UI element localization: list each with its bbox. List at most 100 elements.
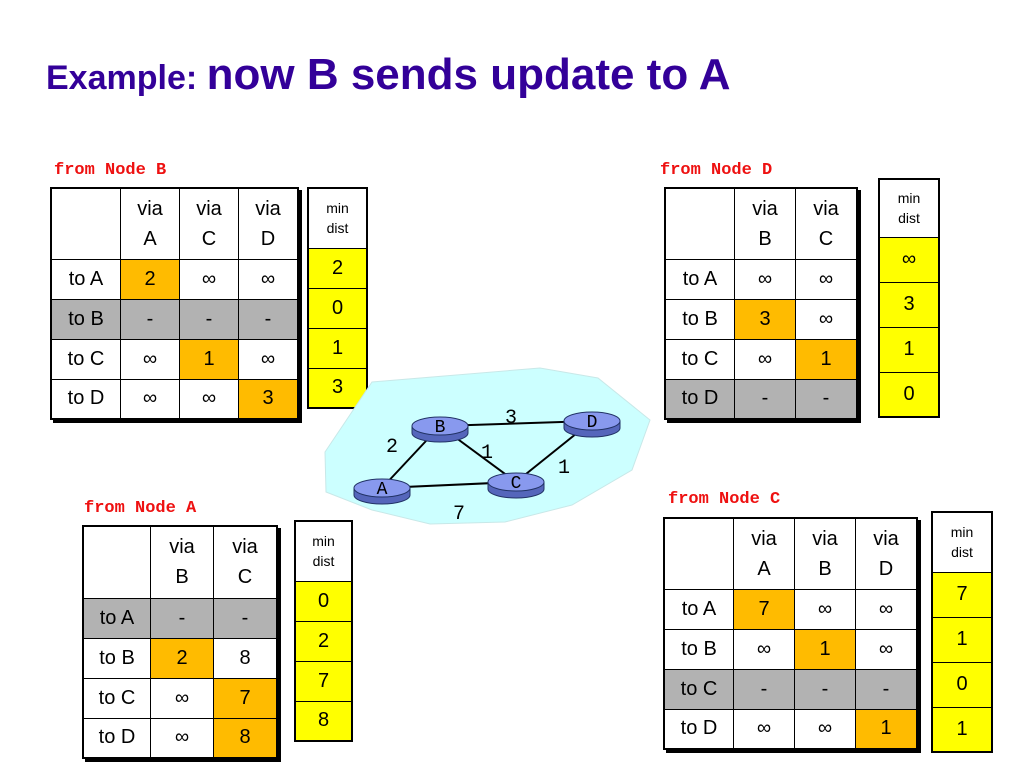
cell: 1 bbox=[795, 338, 858, 380]
row-label: to B bbox=[82, 637, 151, 679]
cell: ∞ bbox=[734, 258, 796, 300]
cell: 3 bbox=[238, 378, 299, 420]
corner-cell bbox=[82, 525, 151, 599]
min-dist-cell: 1 bbox=[931, 616, 993, 663]
cell: - bbox=[733, 668, 795, 710]
cell: 1 bbox=[794, 628, 856, 670]
cell: ∞ bbox=[855, 588, 918, 630]
cell: - bbox=[795, 378, 858, 420]
edge-cost-b-d: 3 bbox=[505, 407, 517, 430]
cell: 2 bbox=[120, 258, 180, 300]
row-label: to A bbox=[82, 597, 151, 639]
cell: ∞ bbox=[794, 708, 856, 750]
row-label: to D bbox=[664, 378, 735, 420]
cell: ∞ bbox=[795, 298, 858, 340]
cell: ∞ bbox=[855, 628, 918, 670]
row-label: to A bbox=[664, 258, 735, 300]
router-c-icon: C bbox=[487, 472, 545, 499]
row-label: to A bbox=[50, 258, 121, 300]
cell: 1 bbox=[179, 338, 239, 380]
router-d-icon: D bbox=[563, 411, 621, 438]
row-label: to D bbox=[82, 717, 151, 759]
min-dist-cell: 8 bbox=[294, 700, 353, 742]
min-dist-cell: 7 bbox=[931, 571, 993, 618]
cell: 8 bbox=[213, 637, 278, 679]
edge-cost-a-b: 2 bbox=[386, 436, 398, 459]
router-b-icon: B bbox=[411, 416, 469, 443]
cell: 8 bbox=[213, 717, 278, 759]
row-label: to B bbox=[664, 298, 735, 340]
cell: - bbox=[855, 668, 918, 710]
cell: ∞ bbox=[120, 338, 180, 380]
caption-node-a: from Node A bbox=[84, 499, 197, 518]
cell: - bbox=[150, 597, 214, 639]
title-prefix: Example: bbox=[46, 59, 207, 97]
cell: ∞ bbox=[733, 708, 795, 750]
cell: - bbox=[238, 298, 299, 340]
cell: - bbox=[179, 298, 239, 340]
cell: 7 bbox=[733, 588, 795, 630]
min-dist-cell: ∞ bbox=[878, 236, 940, 283]
cell: 7 bbox=[213, 677, 278, 719]
edge-cost-b-c: 1 bbox=[481, 442, 493, 465]
row-label: to B bbox=[50, 298, 121, 340]
min-dist-cell: 3 bbox=[878, 281, 940, 328]
min-dist-cell: 0 bbox=[878, 371, 940, 418]
cell: ∞ bbox=[150, 717, 214, 759]
caption-node-b: from Node B bbox=[54, 161, 167, 180]
cell: 3 bbox=[734, 298, 796, 340]
router-label-b: B bbox=[435, 418, 446, 438]
cell: - bbox=[794, 668, 856, 710]
min-dist-cell: 2 bbox=[294, 620, 353, 662]
cell: ∞ bbox=[733, 628, 795, 670]
min-dist-cell: 0 bbox=[307, 287, 368, 329]
cell: 1 bbox=[855, 708, 918, 750]
title-main: now B sends update to A bbox=[206, 50, 731, 99]
cell: - bbox=[734, 378, 796, 420]
cell: - bbox=[213, 597, 278, 639]
corner-cell bbox=[664, 187, 735, 260]
cell: ∞ bbox=[179, 378, 239, 420]
min-dist-cell: 1 bbox=[931, 706, 993, 753]
cell: ∞ bbox=[179, 258, 239, 300]
router-label-c: C bbox=[511, 474, 522, 494]
cell: - bbox=[120, 298, 180, 340]
cell: ∞ bbox=[238, 338, 299, 380]
row-label: to C bbox=[82, 677, 151, 719]
edge-cost-c-d: 1 bbox=[558, 457, 570, 480]
slide-title: Example: now B sends update to A bbox=[46, 50, 731, 100]
caption-node-d: from Node D bbox=[660, 161, 773, 180]
caption-node-c: from Node C bbox=[668, 490, 781, 509]
min-dist-cell: 2 bbox=[307, 247, 368, 289]
min-dist-cell: 1 bbox=[307, 327, 368, 369]
cell: ∞ bbox=[734, 338, 796, 380]
row-label: to D bbox=[663, 708, 734, 750]
cell: ∞ bbox=[150, 677, 214, 719]
min-dist-cell: 3 bbox=[307, 367, 368, 409]
router-label-d: D bbox=[587, 413, 598, 433]
row-label: to C bbox=[663, 668, 734, 710]
router-label-a: A bbox=[377, 480, 388, 500]
edge-cost-a-c: 7 bbox=[453, 503, 465, 526]
router-a-icon: A bbox=[353, 478, 411, 505]
